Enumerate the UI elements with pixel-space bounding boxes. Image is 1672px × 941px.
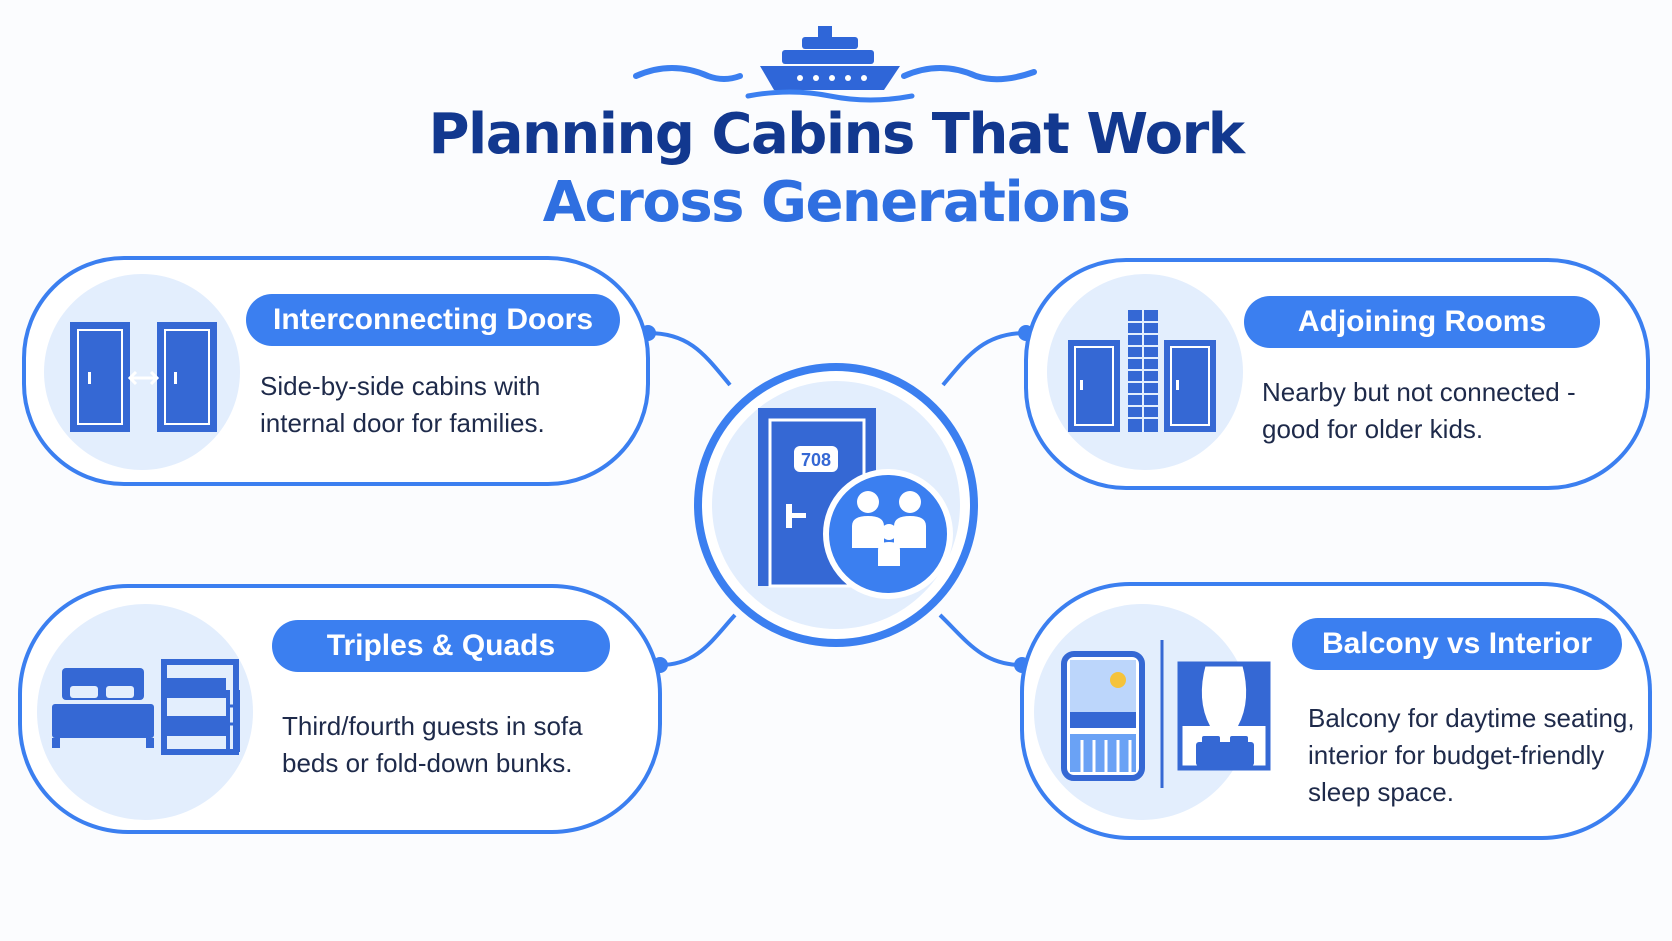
desc-line: Nearby but not connected - — [1262, 377, 1576, 407]
desc-line: good for older kids. — [1262, 414, 1484, 444]
label-triples-quads: Triples & Quads — [272, 620, 610, 672]
desc-balcony-vs-interior: Balcony for daytime seating, interior fo… — [1308, 700, 1635, 811]
desc-line: internal door for families. — [260, 408, 545, 438]
label-adjoining-rooms: Adjoining Rooms — [1244, 296, 1600, 348]
adjoining-rooms-icon — [1068, 310, 1216, 432]
desc-line: beds or fold-down bunks. — [282, 748, 573, 778]
interconnecting-doors-icon — [70, 322, 217, 432]
desc-triples-quads: Third/fourth guests in sofa beds or fold… — [282, 708, 583, 782]
balcony-interior-icon — [1061, 640, 1271, 788]
title-line-2: Across Generations — [542, 170, 1131, 235]
beds-bunks-icon — [52, 659, 240, 755]
desc-line: sleep space. — [1308, 777, 1454, 807]
door-number: 708 — [801, 450, 831, 470]
desc-line: interior for budget-friendly — [1308, 740, 1605, 770]
desc-line: Side-by-side cabins with — [260, 371, 541, 401]
desc-adjoining-rooms: Nearby but not connected - good for olde… — [1262, 374, 1576, 448]
desc-interconnecting-doors: Side-by-side cabins with internal door f… — [260, 368, 545, 442]
connector-lines — [647, 331, 1027, 667]
family-icon — [823, 469, 953, 599]
title-line-1: Planning Cabins That Work — [428, 102, 1246, 167]
desc-line: Balcony for daytime seating, — [1308, 703, 1635, 733]
desc-line: Third/fourth guests in sofa — [282, 711, 583, 741]
label-balcony-vs-interior: Balcony vs Interior — [1292, 618, 1622, 670]
ship-icon — [633, 26, 1037, 103]
label-interconnecting-doors: Interconnecting Doors — [246, 294, 620, 346]
